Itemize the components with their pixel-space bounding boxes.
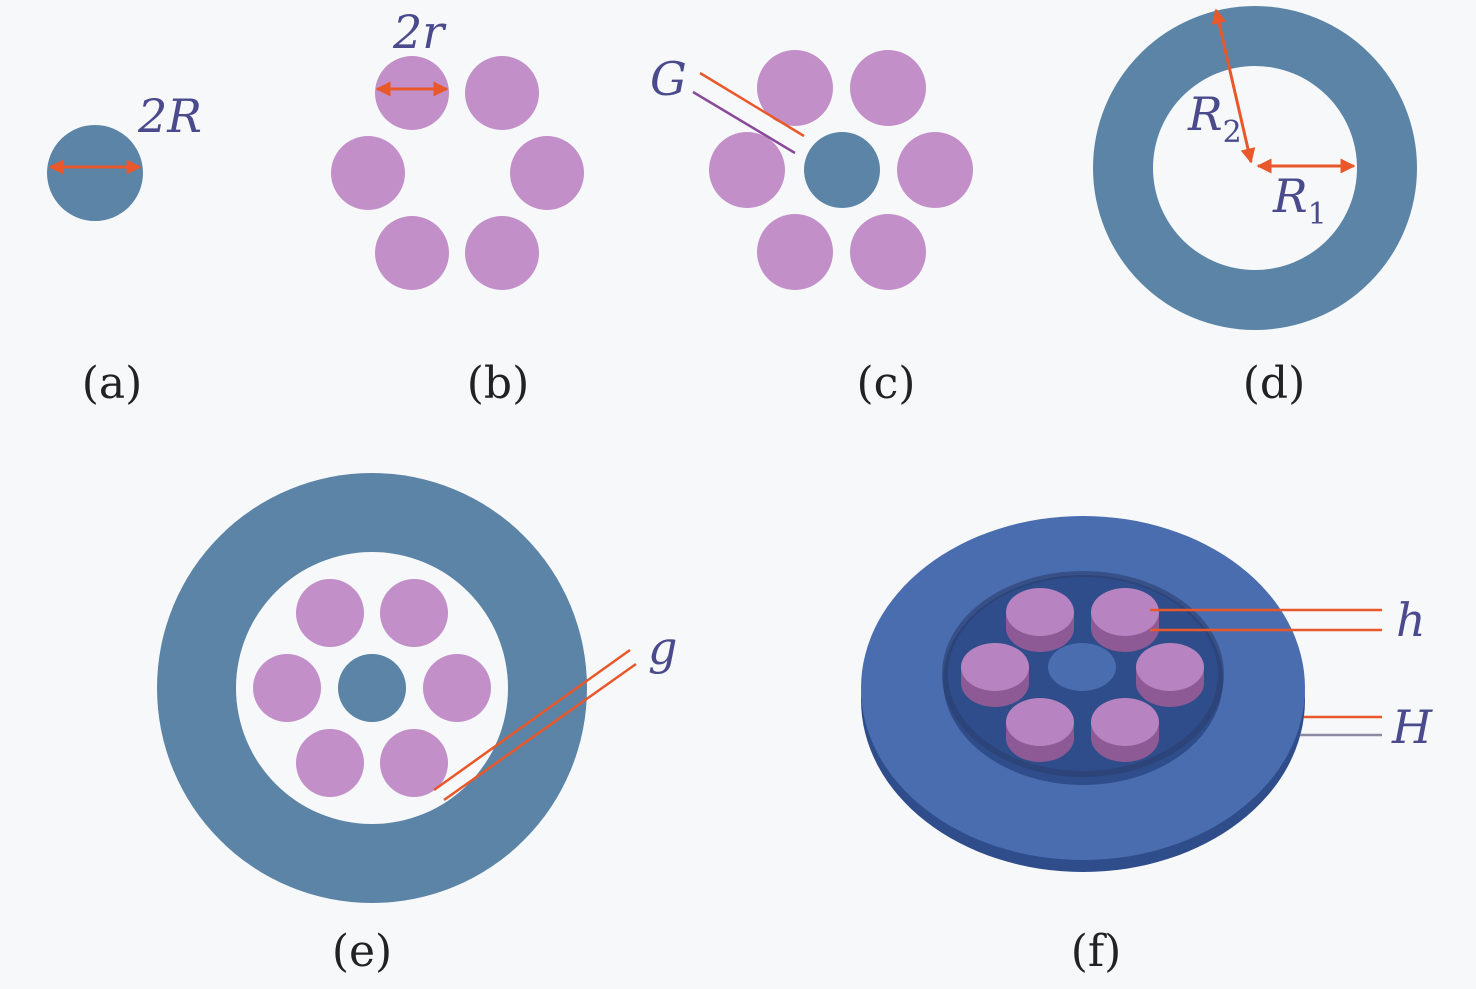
satellite-rod [510, 136, 584, 210]
panel-d: R2 R1 (d) [1093, 6, 1417, 409]
label-R1: R1 [1272, 169, 1327, 232]
satellite-rod [465, 56, 539, 130]
label-G: G [650, 52, 687, 106]
caption-d: (d) [1243, 358, 1306, 409]
gap-line-G-1 [699, 71, 805, 138]
panel-f: h H (f) [861, 516, 1433, 977]
satellite-rod [331, 136, 405, 210]
gap-line-g-1 [433, 648, 631, 792]
caption-b: (b) [467, 358, 530, 409]
satellite-rod [375, 56, 449, 130]
core-rod [804, 132, 880, 208]
label-2r: 2r [392, 5, 447, 59]
satellite-disk [1091, 588, 1159, 652]
outer-ring [1093, 6, 1417, 330]
core-disk [1048, 643, 1116, 707]
panel-b: 2r (b) [331, 5, 584, 409]
satellite-rod [897, 132, 973, 208]
radius-arrow-R2 [1211, 8, 1256, 164]
caption-a: (a) [82, 358, 143, 409]
label-2R: 2R [137, 89, 202, 143]
caption-c: (c) [857, 358, 916, 409]
gap-line-g-2 [443, 662, 637, 802]
panel-a: 2R (a) [47, 89, 202, 409]
satellite-rod [423, 654, 491, 722]
satellite-disk [1006, 698, 1074, 762]
satellite-rod [757, 50, 833, 126]
satellite-rod [253, 654, 321, 722]
label-H: H [1391, 700, 1433, 754]
core-rod [338, 654, 406, 722]
satellite-disk [1136, 643, 1204, 707]
satellite-disk [1006, 588, 1074, 652]
satellite-disk [961, 643, 1029, 707]
satellite-rod [850, 50, 926, 126]
caption-f: (f) [1071, 926, 1122, 977]
panel-c: G (c) [650, 50, 973, 409]
satellite-rod [375, 216, 449, 290]
satellite-disk [1091, 698, 1159, 762]
satellite-rod [380, 579, 448, 647]
satellite-rod [380, 729, 448, 797]
satellite-rod [709, 132, 785, 208]
caption-e: (e) [332, 926, 392, 977]
core-rod [47, 125, 143, 221]
label-R2: R2 [1187, 87, 1242, 150]
label-h: h [1396, 593, 1426, 647]
satellite-rod [757, 214, 833, 290]
satellite-rod [296, 729, 364, 797]
gap-line-G-2 [692, 90, 796, 155]
satellite-rod [296, 579, 364, 647]
label-g: g [648, 621, 677, 675]
hole-shadow [942, 571, 1224, 777]
panel-e: g (e) [157, 473, 677, 977]
satellite-rod [465, 216, 539, 290]
satellite-rod [850, 214, 926, 290]
